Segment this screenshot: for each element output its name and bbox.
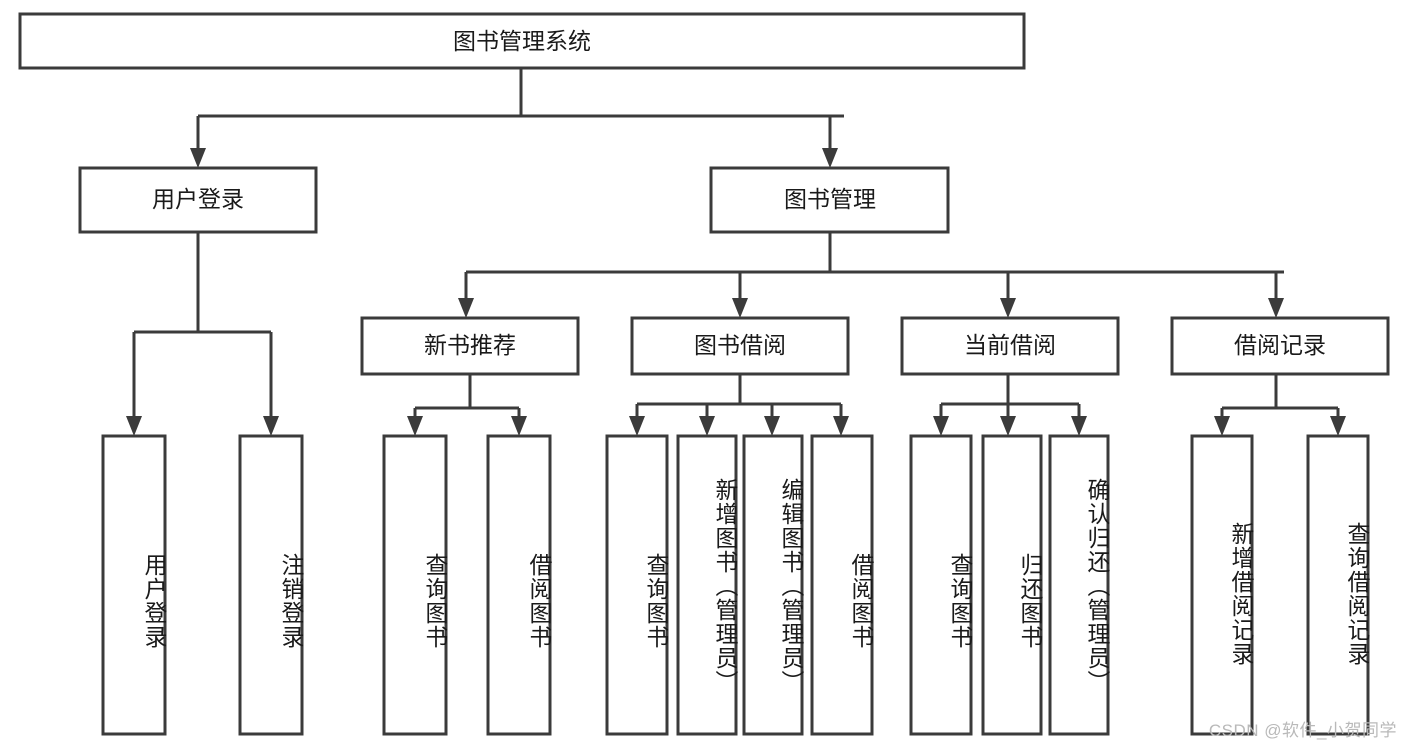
node-book-management-label: 图书管理 [784, 186, 876, 212]
node-borrow-record-label: 借阅记录 [1234, 332, 1326, 358]
leaf-current-borrow-3[interactable] [1048, 434, 1110, 736]
node-root-label: 图书管理系统 [453, 28, 591, 54]
leaf-borrow-record-1[interactable] [1190, 434, 1254, 736]
leaf-new-book-2[interactable] [486, 434, 552, 736]
connector-newbook-to-leaves [407, 374, 527, 436]
leaf-user-login-1[interactable] [101, 434, 167, 736]
node-root[interactable]: 图书管理系统 [18, 12, 1026, 70]
connector-borrowrecord-to-leaves [1214, 374, 1346, 436]
leaf-book-borrow-4[interactable] [810, 434, 874, 736]
watermark: CSDN @软件_小贺同学 [1208, 721, 1397, 740]
connector-bookborrow-to-leaves [629, 374, 849, 436]
node-book-management[interactable]: 图书管理 [709, 166, 950, 234]
leaf-user-login-2[interactable] [238, 434, 304, 736]
node-new-book-recommend[interactable]: 新书推荐 [360, 316, 580, 376]
leaf-new-book-1[interactable] [382, 434, 448, 736]
leaf-book-borrow-3[interactable] [742, 434, 804, 736]
connector-userlogin-to-leaves [126, 232, 279, 436]
leaf-current-borrow-1[interactable] [909, 434, 973, 736]
node-user-login[interactable]: 用户登录 [78, 166, 318, 234]
node-book-borrow-label: 图书借阅 [694, 332, 786, 358]
leaf-current-borrow-2[interactable] [981, 434, 1043, 736]
connector-root-to-level2 [190, 68, 844, 168]
leaf-book-borrow-2[interactable] [676, 434, 738, 736]
leaf-book-borrow-1[interactable] [605, 434, 669, 736]
node-user-login-label: 用户登录 [152, 186, 244, 212]
connector-bookmgmt-to-level3 [458, 232, 1284, 318]
node-current-borrow[interactable]: 当前借阅 [900, 316, 1120, 376]
node-book-borrow[interactable]: 图书借阅 [630, 316, 850, 376]
leaf-borrow-record-2[interactable] [1306, 434, 1370, 736]
node-current-borrow-label: 当前借阅 [964, 332, 1056, 358]
node-new-book-recommend-label: 新书推荐 [424, 332, 516, 358]
connector-currentborrow-to-leaves [933, 374, 1087, 436]
node-borrow-record[interactable]: 借阅记录 [1170, 316, 1390, 376]
